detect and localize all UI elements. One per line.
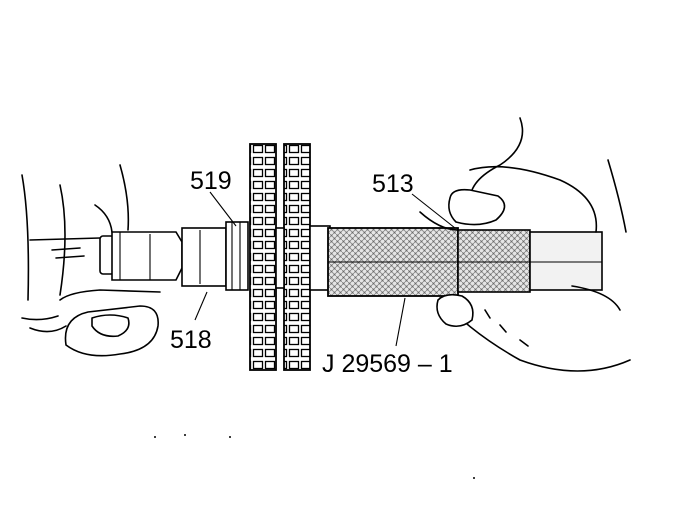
callout-519: 519 bbox=[190, 167, 232, 195]
leader-lines bbox=[194, 191, 456, 347]
left-hand-illustration bbox=[21, 164, 161, 357]
callout-513: 513 bbox=[372, 170, 414, 198]
tool-j29569-1 bbox=[327, 227, 603, 297]
leader-518 bbox=[194, 291, 208, 321]
leader-513 bbox=[411, 193, 456, 229]
callout-tool-j29569-1: J 29569 – 1 bbox=[322, 350, 453, 378]
gear-pair bbox=[249, 143, 331, 371]
leader-519 bbox=[209, 191, 237, 227]
leader-tool bbox=[395, 297, 406, 347]
shaft-518 bbox=[99, 227, 227, 287]
bearing-519 bbox=[225, 221, 249, 291]
right-hand-illustration bbox=[419, 117, 631, 372]
callout-518: 518 bbox=[170, 326, 212, 354]
scan-specks bbox=[154, 434, 475, 479]
